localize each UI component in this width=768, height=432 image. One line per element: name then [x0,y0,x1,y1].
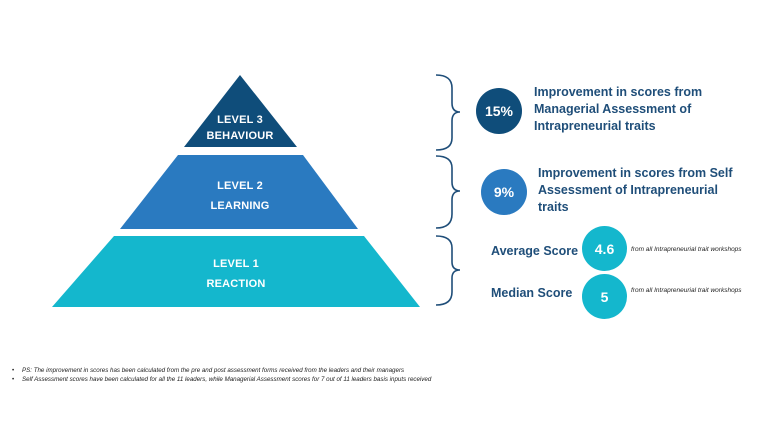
behaviour-value-circle: 15% [476,88,522,134]
learning-description: Improvement in scores from Self Assessme… [538,166,733,214]
behaviour-value: 15% [484,103,514,119]
bullet-icon: • [12,367,15,374]
level-2-subtitle: LEARNING [210,200,270,212]
median-score-circle: 5 [582,274,627,319]
footnote-2: • Self Assessment scores have been calcu… [12,375,752,384]
average-score-value: 4.6 [594,240,615,257]
pyramid-level-2 [120,155,358,229]
brace-level-1 [435,235,461,306]
footnotes: • PS: The improvement in scores has been… [12,366,752,384]
level-1-label: LEVEL 1 REACTION [186,254,286,294]
average-score-label: Average Score [491,244,579,258]
brace-level-3 [435,74,461,151]
median-score-value: 5 [600,288,609,305]
pyramid-level-3 [184,75,297,147]
level-3-subtitle: BEHAVIOUR [206,130,274,142]
level-3-title: LEVEL 3 [217,114,263,126]
learning-value-circle: 9% [481,169,527,215]
median-score-note: from all Intrapreneurial trait workshops [631,287,742,294]
level-1-title: LEVEL 1 [213,258,259,270]
footnote-2-text: Self Assessment scores have been calcula… [22,376,432,383]
average-score-circle: 4.6 [582,226,627,271]
pyramid-level-1 [52,236,420,307]
learning-value: 9% [493,184,515,200]
level-1-subtitle: REACTION [206,278,266,290]
level-2-label: LEVEL 2 LEARNING [190,176,290,216]
level-2-title: LEVEL 2 [217,180,263,192]
footnote-1: • PS: The improvement in scores has been… [12,366,752,375]
behaviour-description: Improvement in scores from Managerial As… [534,85,703,133]
level-3-label: LEVEL 3 BEHAVIOUR [190,112,290,144]
bullet-icon: • [12,376,15,383]
brace-level-2 [435,155,461,229]
average-score-note: from all Intrapreneurial trait workshops [631,246,742,253]
median-score-label: Median Score [491,286,573,300]
footnote-1-text: PS: The improvement in scores has been c… [22,367,405,374]
